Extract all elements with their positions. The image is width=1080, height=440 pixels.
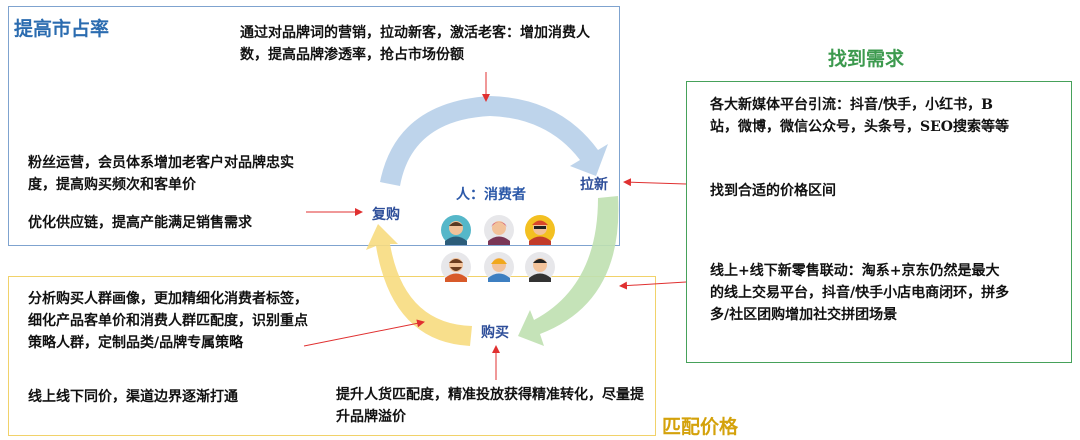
text-new-retail: 线上+线下新零售联动：淘系+京东仍然是最大的线上交易平台，抖音/快手小店电商闭环… bbox=[710, 263, 1010, 323]
text-people-goods-match: 提升人货匹配度，精准投放获得精准转化，尽量提升品牌溢价 bbox=[336, 387, 644, 425]
title-market-share: 提高市占率 bbox=[14, 18, 110, 40]
market-share-box bbox=[8, 6, 620, 246]
title-find-demand: 找到需求 bbox=[828, 48, 905, 70]
connector-portrait bbox=[303, 319, 425, 347]
text-supply-chain: 优化供应链，提高产能满足销售需求 bbox=[28, 215, 252, 231]
text-brand-marketing: 通过对品牌词的营销，拉动新客，激活老客：增加消费人数，提高品牌渗透率，抢占市场份… bbox=[240, 25, 590, 63]
text-fan-operation: 粉丝运营，会员体系增加老客户对品牌忠实度，提高购买频次和客单价 bbox=[28, 155, 294, 193]
consumer-avatar-5-icon bbox=[484, 252, 514, 282]
text-same-price: 线上线下同价，渠道边界逐渐打通 bbox=[28, 389, 238, 405]
connector-platforms bbox=[623, 178, 687, 187]
text-buyer-portrait: 分析购买人群画像，更加精细化消费者标签，细化产品客单价和消费人群匹配度，识别重点… bbox=[28, 291, 308, 351]
consumer-avatar-1-icon bbox=[441, 215, 471, 245]
consumer-avatar-3-icon bbox=[525, 215, 555, 245]
cycle-stage-new: 拉新 bbox=[580, 177, 608, 193]
connector-retail bbox=[619, 281, 687, 290]
cycle-arrow-green bbox=[518, 196, 619, 346]
text-media-platforms: 各大新媒体平台引流：抖音/快手，小红书，B站，微博，微信公众号，头条号，SEO搜… bbox=[710, 97, 1009, 135]
title-match-price: 匹配价格 bbox=[662, 416, 739, 438]
consumer-avatar-4-icon bbox=[441, 252, 471, 282]
demand-box bbox=[686, 81, 1072, 363]
cycle-center-label: 人：消费者 bbox=[456, 187, 526, 203]
cycle-arrow-blue bbox=[380, 96, 608, 186]
text-price-range: 找到合适的价格区间 bbox=[710, 183, 836, 199]
cycle-stage-buy: 购买 bbox=[481, 325, 509, 341]
consumer-avatar-2-icon bbox=[484, 215, 514, 245]
consumer-avatar-6-icon bbox=[525, 252, 555, 282]
price-match-box bbox=[8, 276, 656, 436]
cycle-stage-repurchase: 复购 bbox=[372, 207, 400, 223]
